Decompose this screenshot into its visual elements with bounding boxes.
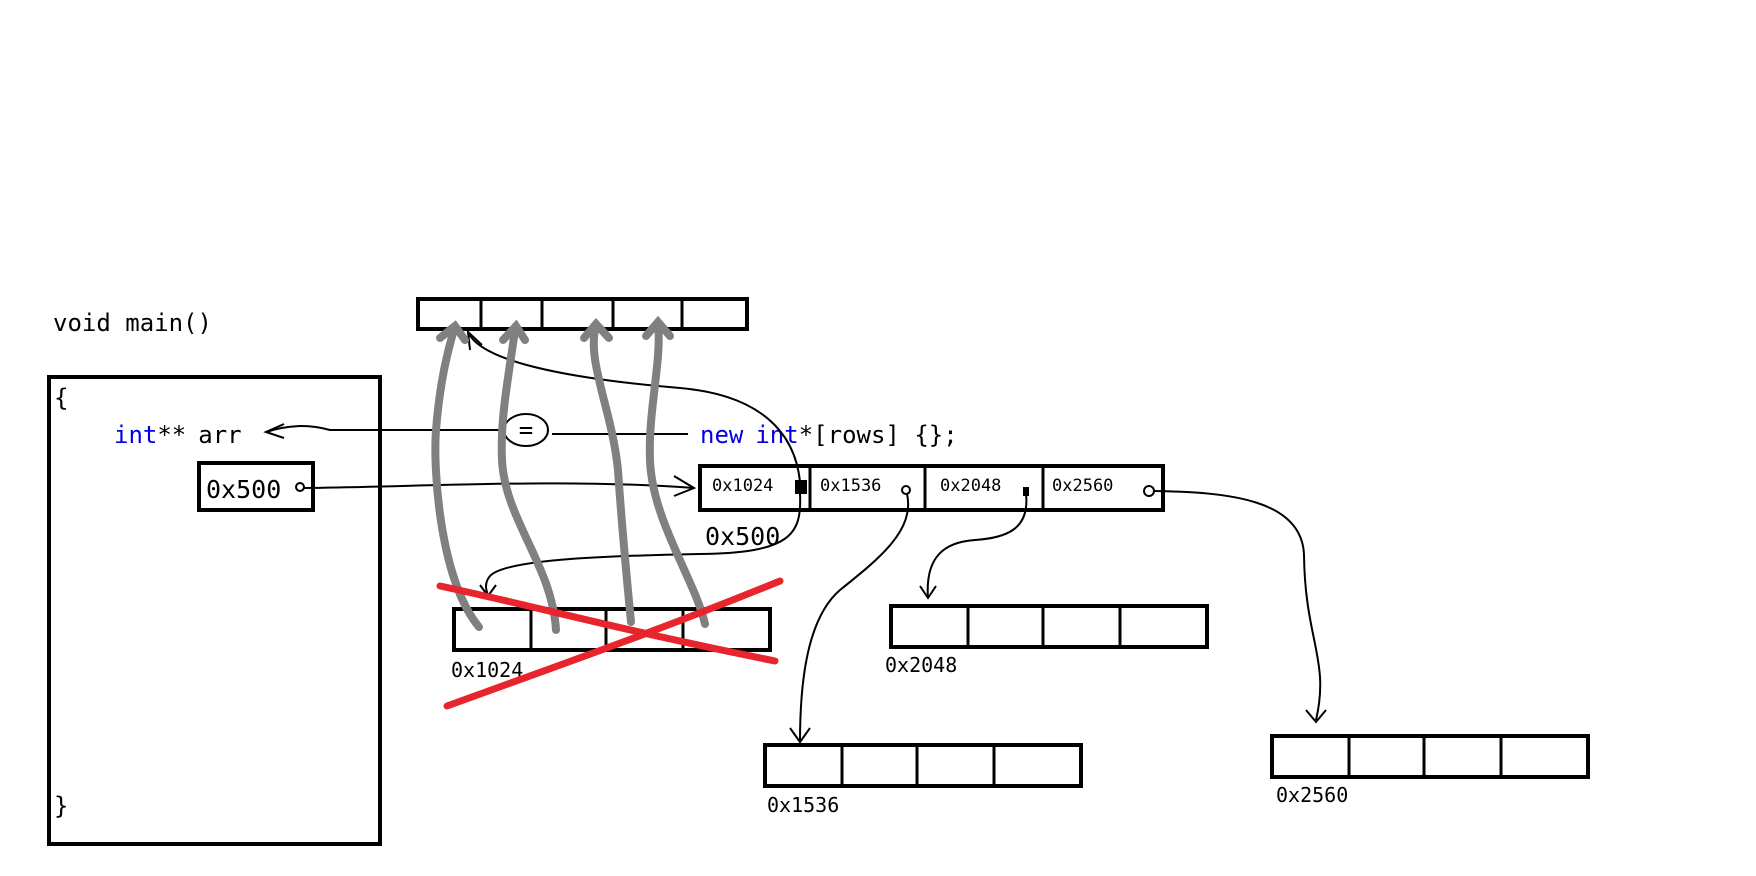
- pointer-array-box: [698, 464, 1165, 512]
- row-array-3-address: 0x2560: [1276, 783, 1348, 807]
- pointer-2-arrow: [926, 493, 1028, 599]
- pointer-cell-0: 0x1024: [712, 476, 773, 496]
- stack-variable-value: 0x500: [206, 475, 281, 504]
- pointer-2-arrowhead: [919, 585, 937, 600]
- row-array-3-box: [1270, 734, 1590, 779]
- declaration-name: arr: [198, 421, 241, 449]
- pointer-cell-2: 0x2048: [940, 476, 1001, 496]
- relink-arrowhead: [466, 329, 483, 351]
- row-array-0-address: 0x1024: [451, 658, 523, 682]
- row-array-2-address: 0x1536: [767, 793, 839, 817]
- cross-out-stroke-1: [436, 582, 779, 665]
- declaration-type: int: [114, 421, 157, 449]
- row-array-1-box: [889, 604, 1209, 649]
- brace-close: }: [54, 792, 68, 820]
- assign-line-left: [265, 425, 505, 433]
- stack-to-array-arrowhead: [673, 475, 697, 497]
- pointer-1-arrow: [799, 493, 910, 743]
- move-arrow-2-head: [580, 317, 613, 342]
- row-array-1-address: 0x2048: [885, 653, 957, 677]
- move-arrow-3: [645, 320, 709, 628]
- stack-variable-box: [197, 461, 315, 512]
- pointer-dot-0: [795, 480, 807, 494]
- pointer-dot-2: [1023, 487, 1029, 496]
- pointer-3-arrow: [1153, 490, 1322, 721]
- new-type-keyword: int: [755, 421, 798, 449]
- move-arrow-3-head: [642, 315, 674, 340]
- pointer-cell-3: 0x2560: [1052, 476, 1113, 496]
- move-arrow-2: [589, 322, 635, 626]
- declaration: int** arr: [114, 421, 242, 449]
- declaration-stars: **: [157, 421, 186, 449]
- function-signature: void main(): [53, 309, 212, 337]
- assign-symbol: =: [519, 416, 533, 444]
- row-array-2-box: [763, 743, 1083, 788]
- cross-out-stroke-2: [443, 577, 784, 710]
- stack-frame: [47, 375, 382, 846]
- relink-arrow: [467, 331, 801, 483]
- assign-arrowhead: [263, 423, 285, 439]
- move-arrow-1-head: [499, 319, 529, 344]
- pointer-1-arrowhead: [789, 727, 811, 744]
- pointer-0-arrow: [485, 493, 802, 596]
- move-arrow-0: [431, 322, 483, 631]
- brace-open: {: [54, 384, 68, 412]
- move-arrow-1: [497, 326, 560, 634]
- pointer-3-arrowhead: [1305, 709, 1327, 724]
- stack-to-array-arrow: [303, 482, 695, 489]
- pointer-cell-1: 0x1536: [820, 476, 881, 496]
- top-array-box: [416, 297, 749, 331]
- move-arrow-0-head: [436, 320, 469, 344]
- new-keyword: new: [700, 421, 744, 449]
- pointer-dot-1: [901, 485, 911, 495]
- new-rest: *[rows] {};: [799, 421, 958, 449]
